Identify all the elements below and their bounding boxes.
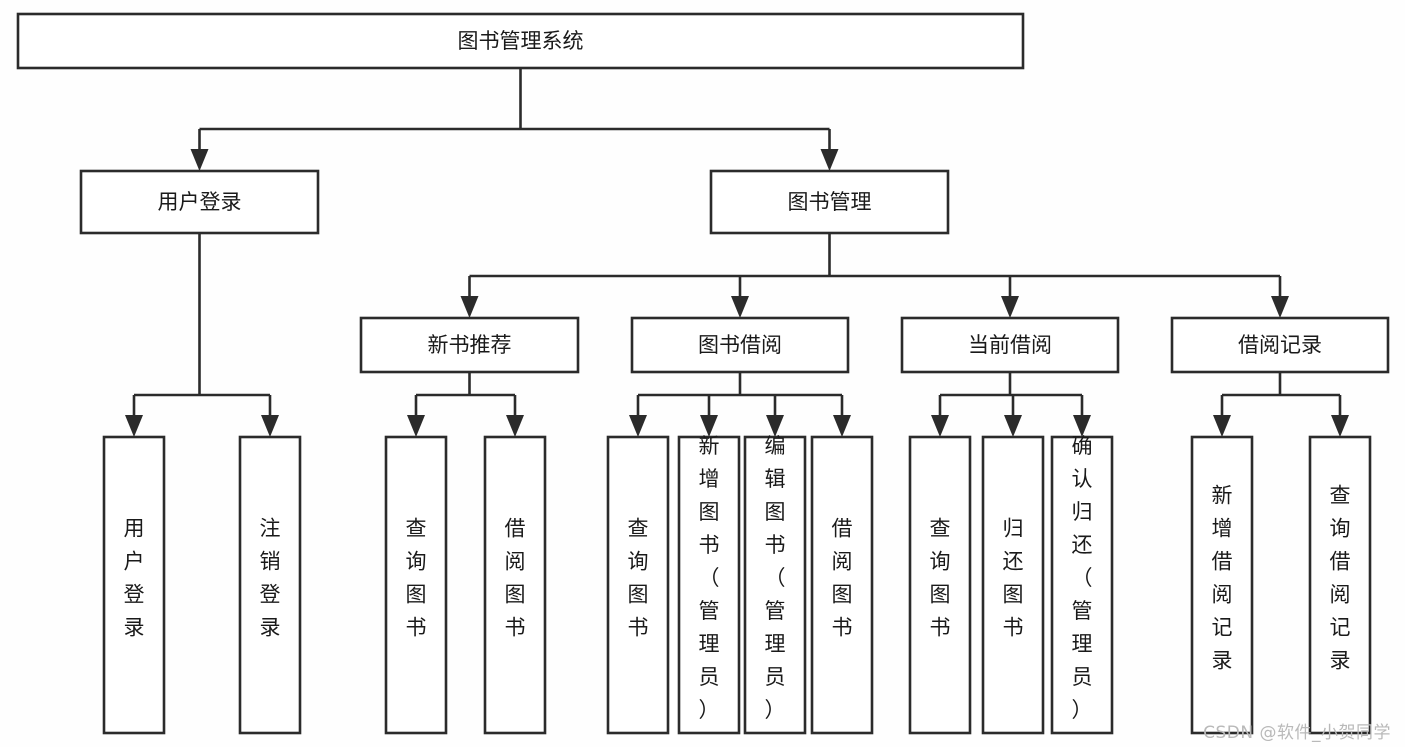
connector-group-current-borrow (931, 372, 1091, 437)
node-current-borrow[interactable]: 当前借阅 (900, 316, 1120, 374)
connector-group-root (190, 68, 839, 171)
arrow-head-icon (407, 415, 425, 437)
node-box (810, 435, 874, 735)
node-box (630, 316, 850, 374)
node-box (238, 435, 302, 735)
node-box (1050, 435, 1114, 735)
arrow-head-icon (833, 415, 851, 437)
connector-group-borrow-record (1213, 372, 1349, 437)
node-leaf-borrow-book-1[interactable]: 借阅图书 (483, 435, 547, 735)
arrow-head-icon (1004, 415, 1022, 437)
node-box (483, 435, 547, 735)
node-label: 归还图书 (1003, 517, 1024, 640)
arrow-head-icon (1073, 415, 1091, 437)
arrow-head-icon (629, 415, 647, 437)
connector-group-book-manage (460, 233, 1289, 318)
arrow-head-icon (931, 415, 949, 437)
node-label: 借阅图书 (832, 517, 853, 640)
node-box (606, 435, 670, 735)
node-label: 新增图书（管理员） (699, 434, 720, 722)
node-box (677, 435, 741, 735)
node-book-borrow[interactable]: 图书借阅 (630, 316, 850, 374)
node-box (743, 435, 807, 735)
node-leaf-edit-book[interactable]: 编辑图书（管理员） (743, 434, 807, 735)
node-box (359, 316, 580, 374)
node-label: 新增借阅记录 (1212, 484, 1233, 673)
node-label: 查询借阅记录 (1330, 484, 1351, 673)
node-leaf-query-record[interactable]: 查询借阅记录 (1308, 435, 1372, 735)
node-box (709, 169, 950, 235)
node-leaf-borrow-book-2[interactable]: 借阅图书 (810, 435, 874, 735)
node-leaf-add-book[interactable]: 新增图书（管理员） (677, 434, 741, 735)
arrow-head-icon (1271, 296, 1289, 318)
node-label: 编辑图书（管理员） (765, 434, 786, 722)
node-label: 图书借阅 (698, 333, 782, 357)
node-root[interactable]: 图书管理系统 (16, 12, 1025, 70)
node-box (102, 435, 166, 735)
node-box (79, 169, 320, 235)
node-label: 当前借阅 (968, 333, 1052, 357)
arrow-head-icon (1001, 296, 1019, 318)
node-book-manage[interactable]: 图书管理 (709, 169, 950, 235)
node-leaf-query-book-2[interactable]: 查询图书 (606, 435, 670, 735)
arrow-head-icon (820, 149, 839, 171)
arrow-head-icon (1331, 415, 1349, 437)
node-box (384, 435, 448, 735)
node-label: 用户登录 (158, 190, 242, 214)
connector-layer (125, 68, 1349, 437)
arrow-head-icon (506, 415, 524, 437)
arrow-head-icon (731, 296, 749, 318)
node-box (1190, 435, 1254, 735)
watermark-label: CSDN @软件_小贺同学 (1203, 723, 1391, 743)
node-label: 查询图书 (406, 517, 427, 640)
node-leaf-return-book[interactable]: 归还图书 (981, 435, 1045, 735)
node-user-login[interactable]: 用户登录 (79, 169, 320, 235)
node-box (1308, 435, 1372, 735)
node-leaf-query-book-3[interactable]: 查询图书 (908, 435, 972, 735)
node-new-book-rec[interactable]: 新书推荐 (359, 316, 580, 374)
node-leaf-add-record[interactable]: 新增借阅记录 (1190, 435, 1254, 735)
arrow-head-icon (460, 296, 479, 318)
node-layer: 图书管理系统用户登录图书管理新书推荐图书借阅当前借阅借阅记录用户登录注销登录查询… (16, 12, 1390, 735)
node-leaf-user-logout[interactable]: 注销登录 (238, 435, 302, 735)
node-label: 借阅记录 (1238, 333, 1322, 357)
node-box (1170, 316, 1390, 374)
node-box (981, 435, 1045, 735)
node-label: 借阅图书 (505, 517, 526, 640)
arrow-head-icon (1213, 415, 1231, 437)
node-label: 确认归还（管理员） (1072, 434, 1093, 722)
node-label: 注销登录 (260, 517, 281, 640)
node-borrow-record[interactable]: 借阅记录 (1170, 316, 1390, 374)
arrow-head-icon (125, 415, 143, 437)
node-label: 查询图书 (628, 517, 649, 640)
node-label: 图书管理 (788, 190, 872, 214)
connector-group-user-login (125, 233, 279, 437)
node-box (16, 12, 1025, 70)
node-label: 用户登录 (124, 517, 145, 640)
node-leaf-confirm-return[interactable]: 确认归还（管理员） (1050, 434, 1114, 735)
arrow-head-icon (190, 149, 209, 171)
node-leaf-user-login[interactable]: 用户登录 (102, 435, 166, 735)
node-leaf-query-book-1[interactable]: 查询图书 (384, 435, 448, 735)
node-label: 查询图书 (930, 517, 951, 640)
node-label: 新书推荐 (428, 333, 512, 357)
node-label: 图书管理系统 (458, 29, 584, 53)
arrow-head-icon (700, 415, 718, 437)
node-box (900, 316, 1120, 374)
node-box (908, 435, 972, 735)
connector-group-book-borrow (629, 372, 851, 437)
arrow-head-icon (766, 415, 784, 437)
arrow-head-icon (261, 415, 279, 437)
connector-group-new-book-rec (407, 372, 524, 437)
